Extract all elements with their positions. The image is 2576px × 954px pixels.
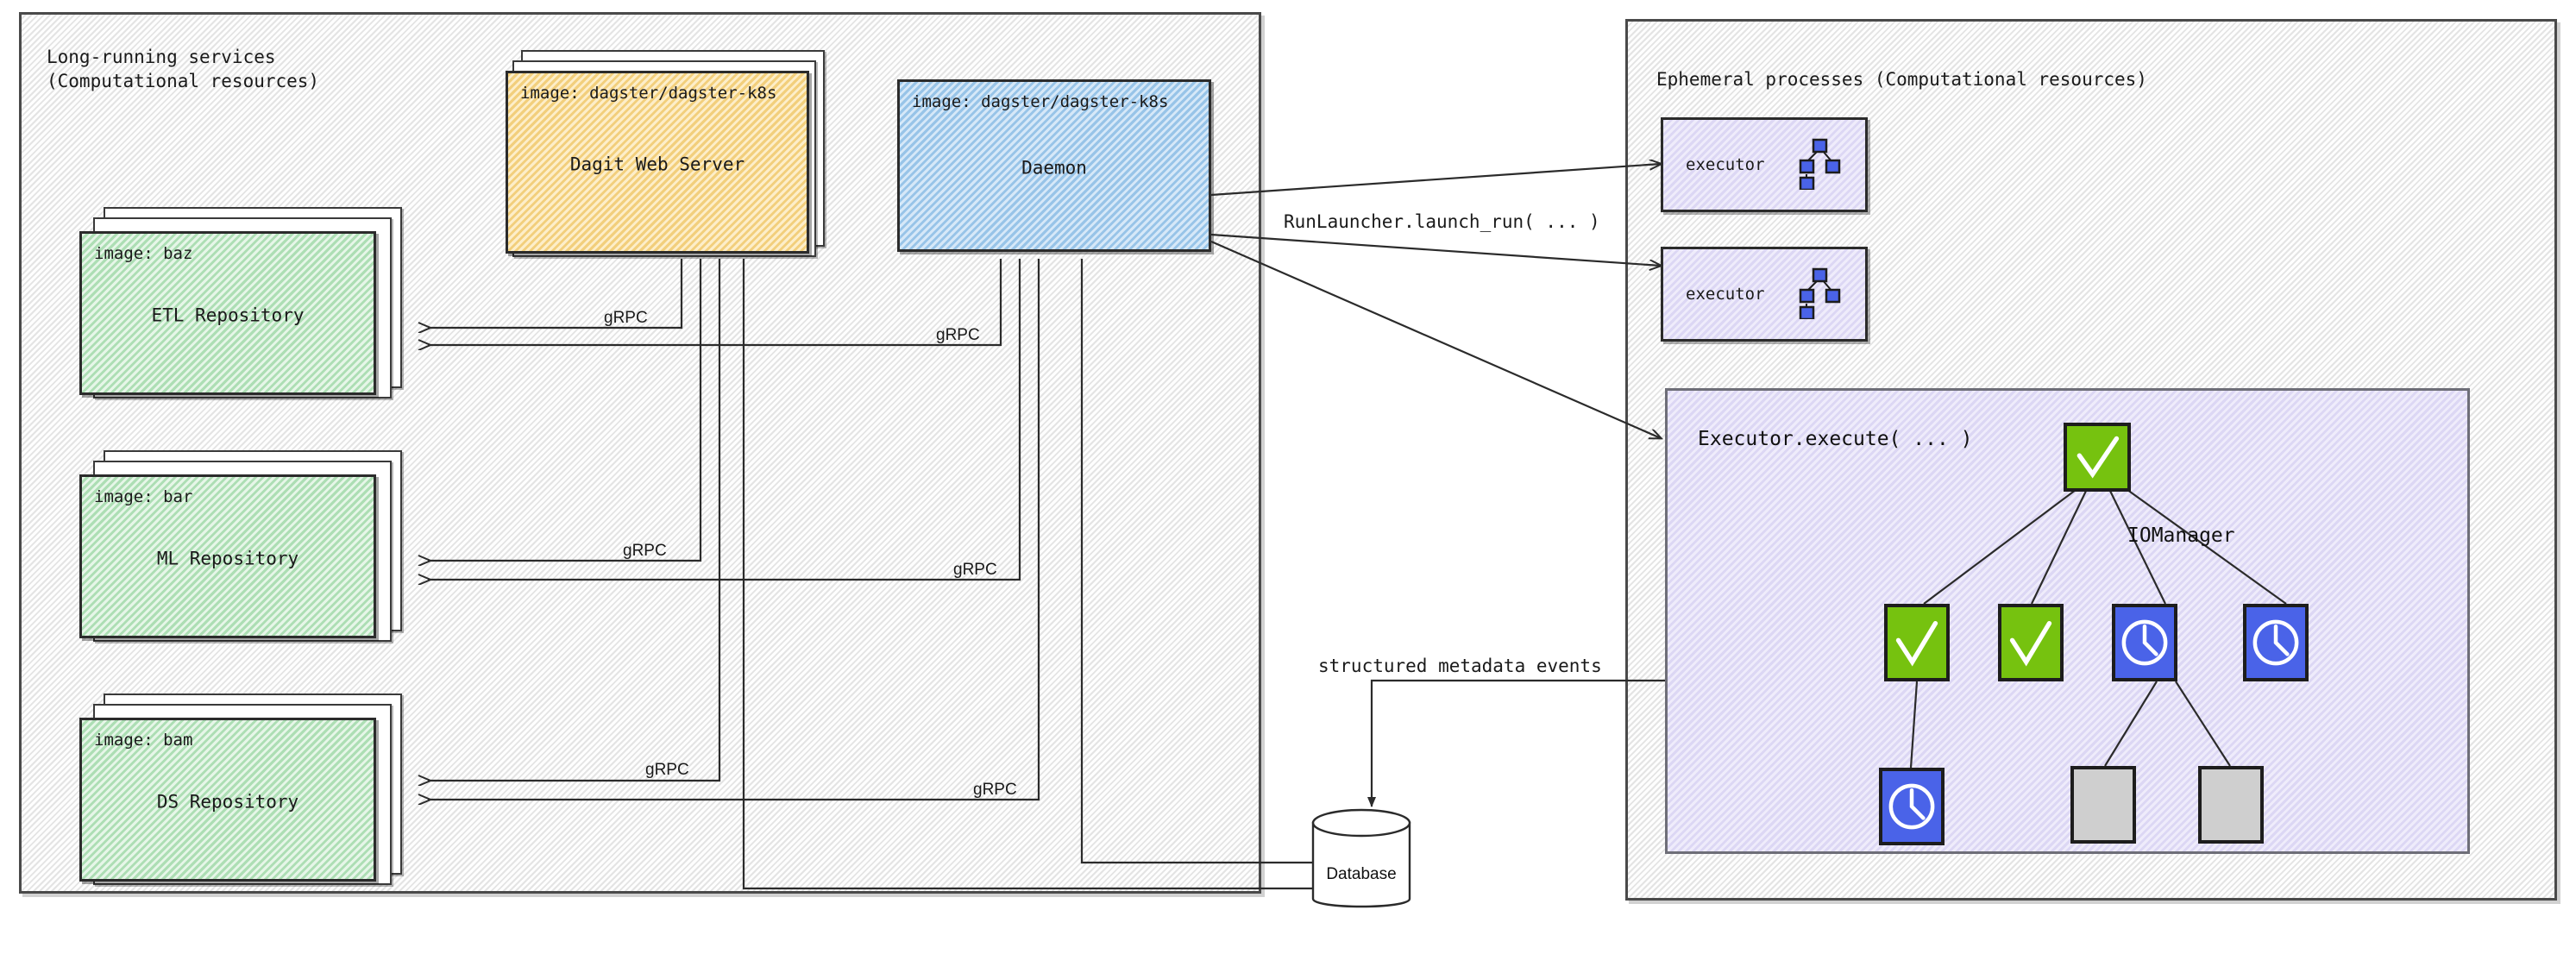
ml-repo-title: ML Repository	[156, 548, 299, 569]
daemon-image-label: image: dagster/dagster-k8s	[912, 92, 1169, 111]
executor-card-1[interactable]: executor	[1661, 117, 1868, 212]
database-icon	[1311, 808, 1411, 908]
clock-icon	[1888, 783, 1935, 830]
check-icon	[2077, 436, 2120, 479]
dag-node-c3-running[interactable]	[2112, 604, 2177, 681]
right-panel-title-text: Ephemeral processes (Computational resou…	[1656, 69, 2147, 90]
left-panel-title-line1: Long-running services	[47, 47, 276, 67]
dagit-title: Dagit Web Server	[569, 154, 745, 175]
grpc-label-ds-daemon: gRPC	[973, 781, 1017, 799]
clock-icon	[2121, 619, 2168, 666]
ds-repo-image-label: image: bam	[94, 731, 193, 750]
executor-label-2: executor	[1686, 285, 1765, 304]
etl-repo-title: ETL Repository	[151, 304, 305, 326]
grpc-label-etl-daemon: gRPC	[936, 326, 980, 344]
daemon-title: Daemon	[1021, 157, 1087, 179]
grpc-label-ds-dagit: gRPC	[645, 761, 689, 779]
ds-repository-card[interactable]: image: bam DS Repository	[79, 718, 376, 882]
database-label: Database	[1326, 864, 1397, 883]
structured-metadata-events-label: structured metadata events	[1318, 656, 1602, 676]
dag-node-root-success[interactable]	[2064, 423, 2131, 492]
dag-node-g2-queued[interactable]	[2070, 766, 2136, 844]
grpc-label-ml-dagit: gRPC	[623, 542, 667, 560]
check-icon	[2009, 620, 2052, 667]
ml-repo-image-label: image: bar	[94, 487, 193, 506]
ml-repository-card[interactable]: image: bar ML Repository	[79, 474, 376, 638]
executor-label-1: executor	[1686, 155, 1765, 174]
grpc-label-ml-daemon: gRPC	[953, 561, 997, 579]
left-panel-title-line2: (Computational resources)	[47, 71, 320, 92]
executor-card-2[interactable]: executor	[1661, 247, 1868, 342]
grpc-label-etl-dagit: gRPC	[604, 309, 648, 327]
dag-icon	[1796, 266, 1843, 323]
clock-icon	[2252, 619, 2299, 666]
dagit-image-label: image: dagster/dagster-k8s	[520, 84, 777, 103]
ds-repo-title: DS Repository	[156, 791, 299, 813]
dag-icon	[1796, 136, 1843, 193]
check-icon	[1895, 620, 1938, 667]
iomanager-label: IOManager	[2127, 524, 2235, 547]
dag-node-c2-success[interactable]	[1998, 604, 2064, 681]
etl-repo-image-label: image: baz	[94, 244, 193, 263]
left-panel-title: Long-running services (Computational reso…	[47, 45, 319, 94]
dag-node-g1-running[interactable]	[1879, 768, 1945, 845]
dag-node-c4-running[interactable]	[2243, 604, 2309, 681]
right-panel-title: Ephemeral processes (Computational resou…	[1656, 67, 2147, 91]
dagit-web-server-card[interactable]: image: dagster/dagster-k8s Dagit Web Ser…	[506, 71, 809, 254]
etl-repository-card[interactable]: image: baz ETL Repository	[79, 231, 376, 395]
dag-node-g3-queued[interactable]	[2198, 766, 2264, 844]
database-cylinder[interactable]: Database	[1301, 802, 1422, 923]
run-launcher-label: RunLauncher.launch_run( ... )	[1284, 211, 1600, 232]
executor-execute-label: Executor.execute( ... )	[1698, 428, 1973, 450]
daemon-card[interactable]: image: dagster/dagster-k8s Daemon	[897, 79, 1211, 252]
dag-node-c1-success[interactable]	[1884, 604, 1950, 681]
